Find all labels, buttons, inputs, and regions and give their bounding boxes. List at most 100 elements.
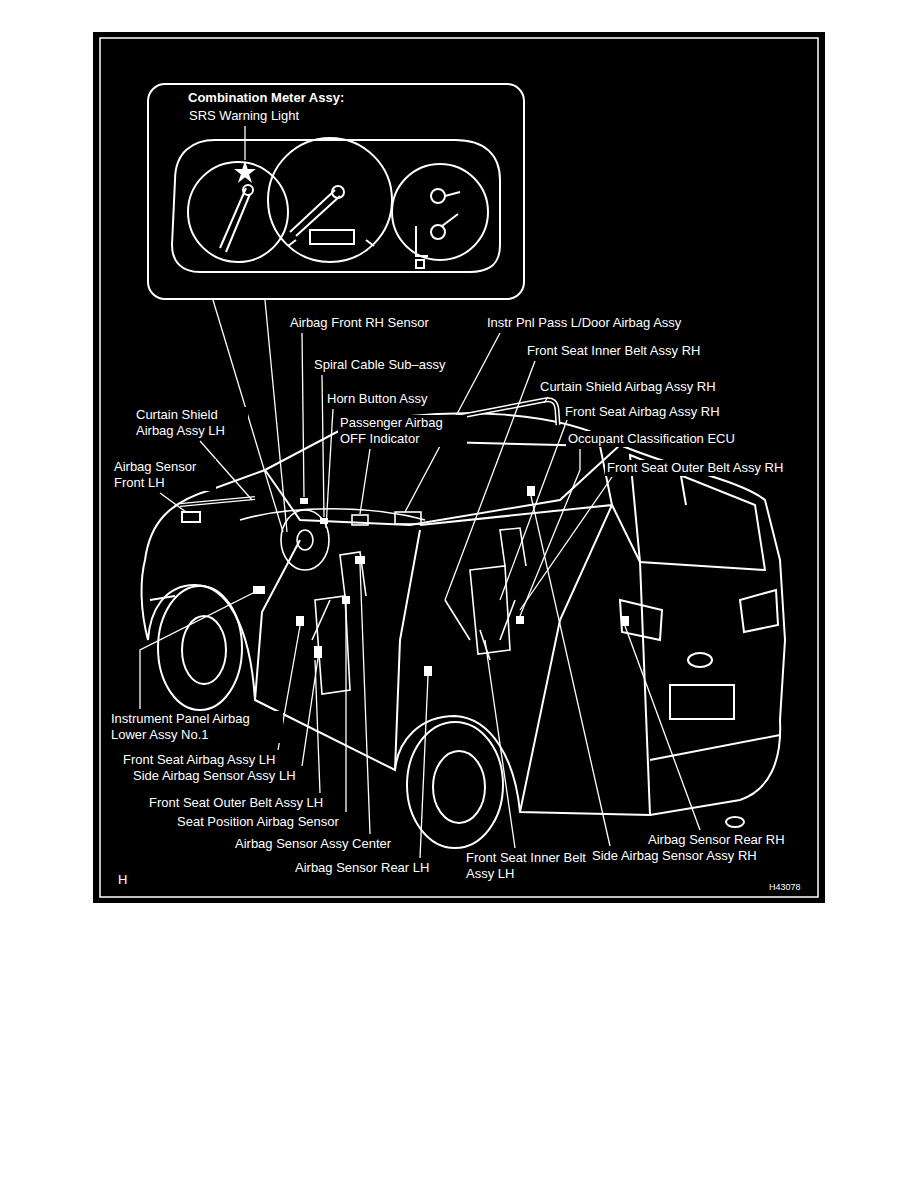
vehicle-body (150, 596, 175, 600)
combination-meter (290, 190, 335, 232)
part-label: Curtain Shield Airbag Assy RH (538, 379, 718, 395)
part-label: Front Seat Airbag Assy LH (121, 752, 277, 768)
interior (180, 498, 255, 505)
combination-meter (172, 140, 500, 272)
leader-line (322, 375, 324, 517)
interior (312, 600, 330, 640)
interior (500, 600, 515, 640)
interior (315, 596, 350, 694)
part-label: Passenger Airbag OFF Indicator (338, 415, 467, 447)
part-label: Airbag Sensor Rear LH (293, 860, 431, 876)
sensor-part (527, 486, 535, 496)
sensor-part (300, 498, 308, 504)
part-label: Instrument Panel Airbag Lower Assy No.1 (109, 711, 283, 743)
figure-code: H43078 (767, 881, 803, 893)
part-label: Front Seat Inner Belt Assy RH (525, 343, 702, 359)
interior (281, 510, 329, 570)
leader-line (315, 660, 320, 793)
sensor-part (296, 616, 304, 626)
leader-line (445, 361, 535, 600)
part-label: Horn Button Assy (325, 391, 429, 407)
part-label: Instr Pnl Pass L/Door Airbag Assy (485, 315, 683, 331)
interior (180, 498, 255, 505)
combination-meter (172, 138, 500, 272)
part-label: Airbag Front RH Sensor (288, 315, 431, 331)
vehicle-body (182, 512, 200, 522)
combination-meter (416, 226, 428, 256)
sensor-part (314, 646, 322, 658)
interior (445, 600, 470, 640)
vehicle-body (520, 505, 612, 812)
leader-line (160, 493, 186, 512)
part-label: Front Seat Inner Belt Assy LH (464, 850, 588, 882)
part-label: Front Seat Airbag Assy RH (563, 404, 722, 420)
interior (500, 528, 526, 566)
leader-line (625, 626, 700, 830)
combination-meter (431, 189, 445, 203)
part-label: Occupant Classification ECU (566, 431, 737, 447)
interior (180, 400, 558, 694)
part-label: SRS Warning Light (187, 108, 301, 124)
combination-meter (445, 192, 460, 196)
part-label: Curtain Shield Airbag Assy LH (134, 407, 248, 439)
combination-meter (288, 240, 296, 246)
leader-line (345, 604, 346, 812)
vehicle-body (726, 817, 744, 827)
frame (93, 32, 825, 903)
combination-meter (243, 185, 253, 195)
part-label: Airbag Sensor Front LH (112, 459, 216, 491)
callout-box: Combination Meter Assy: SRS Warning Light (147, 83, 525, 300)
vehicle-body (255, 540, 300, 700)
combination-meter (442, 214, 458, 226)
frame (93, 32, 825, 903)
leader-line (420, 676, 428, 858)
combination-meter (431, 225, 445, 239)
sensor-part (424, 666, 432, 676)
part-label: Front Seat Outer Belt Assy LH (147, 795, 325, 811)
part-label: Side Airbag Sensor Assy RH (590, 848, 759, 864)
leader-line (360, 449, 370, 514)
vehicle-body (265, 445, 620, 525)
vehicle-body (612, 505, 650, 815)
interior (340, 552, 366, 596)
leader-line (140, 592, 255, 709)
interior (352, 515, 368, 525)
interior (470, 566, 510, 654)
interior (297, 530, 313, 550)
sensor-part (355, 556, 365, 564)
combination-meter (268, 138, 392, 262)
combination-meter (220, 188, 246, 248)
vehicle-body (740, 590, 778, 632)
sensor-part (621, 616, 629, 626)
combination-meter (366, 240, 374, 246)
combination-meter (332, 186, 344, 198)
leader-line (485, 640, 515, 848)
leader-line (302, 333, 304, 497)
vehicle-body (395, 530, 420, 770)
vehicle-body (670, 685, 734, 719)
interior (240, 509, 425, 520)
leader-line (531, 496, 610, 846)
part-label: Airbag Sensor Assy Center (233, 836, 393, 852)
vehicle-body (688, 653, 712, 667)
part-label: Front Seat Outer Belt Assy RH (605, 460, 785, 476)
combination-meter (226, 194, 250, 252)
interior (395, 512, 421, 524)
leader-line (360, 564, 370, 834)
sensor-part (516, 616, 524, 624)
combination-meter (310, 230, 354, 244)
leader-line (520, 449, 580, 616)
combination-meter (237, 164, 253, 180)
figure-code: H (116, 872, 129, 888)
leader-line (520, 477, 612, 610)
leader-line (326, 409, 333, 528)
part-label: Spiral Cable Sub–assy (312, 357, 448, 373)
interior (480, 630, 490, 660)
callout-heading: Combination Meter Assy: (186, 90, 346, 106)
combination-meter (416, 260, 424, 268)
wheel (433, 751, 485, 823)
part-label: Seat Position Airbag Sensor (175, 814, 341, 830)
leader-line (244, 126, 245, 160)
